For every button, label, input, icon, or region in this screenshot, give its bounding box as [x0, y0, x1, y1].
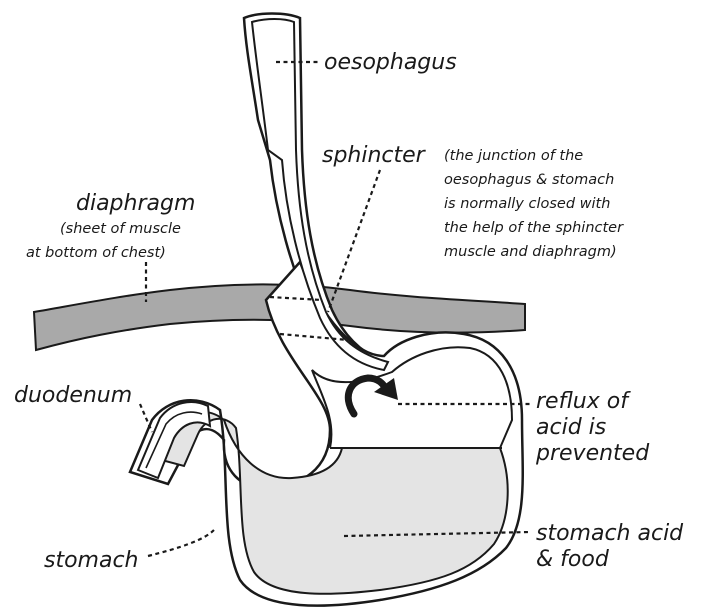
reflux-label-line: acid is: [536, 415, 606, 440]
acid-food-label-line: & food: [536, 547, 610, 572]
sphincter-note-line: (the junction of the: [444, 148, 583, 164]
reflux-label-line: reflux of: [536, 389, 631, 414]
stomach-leader: [148, 530, 214, 556]
duodenum-label: duodenum: [14, 383, 132, 408]
diaphragm-label: diaphragm: [76, 191, 195, 216]
acid-food-label: stomach acid & food: [536, 521, 684, 572]
sphincter-note-line: oesophagus & stomach: [444, 172, 614, 188]
diaphragm-note-line: (sheet of muscle: [60, 221, 181, 237]
sphincter-note: (the junction of the oesophagus & stomac…: [444, 148, 624, 260]
reflux-label-line: prevented: [535, 441, 650, 466]
duodenum-leader: [140, 404, 152, 432]
oesophagus-label: oesophagus: [324, 50, 457, 75]
reflux-label: reflux of acid is prevented: [535, 389, 650, 466]
diaphragm-note-line: at bottom of chest): [26, 245, 166, 261]
acid-food-label-line: stomach acid: [536, 521, 684, 546]
sphincter-label: sphincter: [322, 143, 427, 168]
sphincter-note-line: muscle and diaphragm): [444, 244, 617, 260]
sphincter-note-line: is normally closed with: [444, 196, 610, 212]
stomach-label: stomach: [44, 548, 139, 573]
sphincter-note-line: the help of the sphincter: [444, 220, 624, 236]
diaphragm-note: (sheet of muscle at bottom of chest): [26, 221, 181, 261]
